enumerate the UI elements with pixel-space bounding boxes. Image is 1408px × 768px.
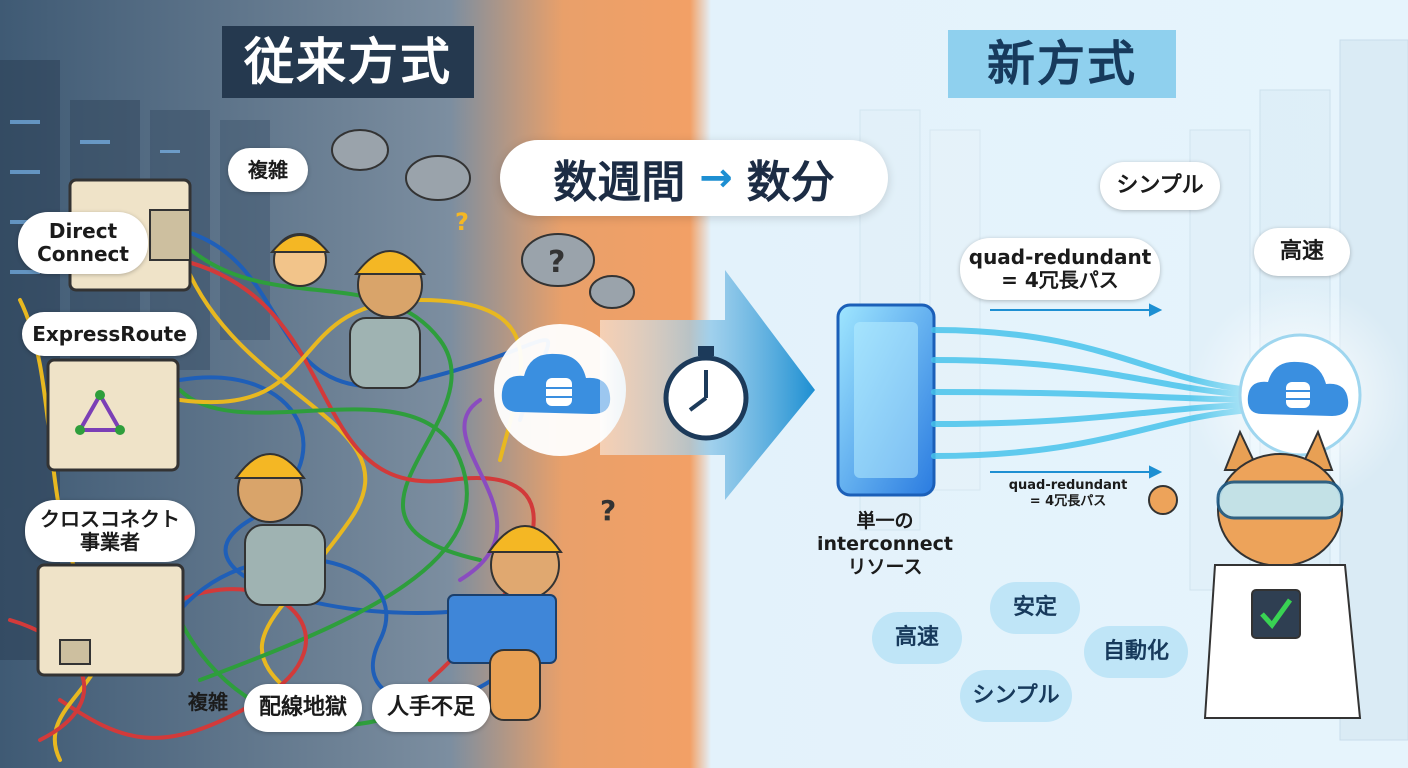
time-reduction-banner: 数週間 → 数分 — [500, 140, 888, 216]
new-method-title: 新方式 — [948, 30, 1176, 98]
label-fast: 高速 — [872, 612, 962, 664]
label-single-interconnect: 単一の interconnect リソース — [817, 510, 953, 578]
cat-worker-icon — [234, 233, 563, 721]
label-fast-top: 高速 — [1254, 228, 1350, 276]
cloud-database-icon — [1238, 333, 1362, 457]
label-complex-top: 複雑 — [228, 148, 308, 192]
expressroute-box — [46, 358, 180, 472]
time-from: 数週間 — [553, 157, 686, 208]
path-arrows — [990, 303, 1163, 479]
checkmark-icon — [1260, 598, 1293, 629]
label-simple: シンプル — [960, 670, 1072, 722]
cross-connect-box — [36, 563, 185, 677]
label-automation: 自動化 — [1084, 626, 1188, 678]
cat-engineer-icon — [1148, 429, 1362, 719]
time-to: 数分 — [746, 157, 835, 208]
label-direct-connect: Direct Connect — [18, 212, 148, 274]
label-quad-redundant-small: quad-redundant = 4冗長パス — [1008, 478, 1128, 509]
label-cross-connect: クロスコネクト 事業者 — [25, 500, 195, 562]
label-complex-bottom: 複雑 — [188, 690, 228, 714]
arrow-icon: → — [699, 155, 733, 201]
label-simple-top: シンプル — [1100, 162, 1220, 210]
label-wiring-hell: 配線地獄 — [244, 684, 362, 732]
cloud-database-icon — [494, 324, 626, 456]
frustration-clouds — [331, 129, 635, 309]
label-expressroute: ExpressRoute — [22, 312, 197, 356]
label-stable: 安定 — [990, 582, 1080, 634]
svg-text:?: ? — [455, 208, 469, 236]
stopwatch-icon — [663, 346, 749, 441]
svg-text:?: ? — [600, 494, 616, 527]
svg-text:?: ? — [548, 245, 565, 280]
old-method-title: 従来方式 — [222, 26, 474, 98]
label-understaffed: 人手不足 — [372, 684, 490, 732]
label-quad-redundant: quad-redundant = 4冗長パス — [960, 238, 1160, 300]
interconnect-panel — [836, 303, 936, 497]
